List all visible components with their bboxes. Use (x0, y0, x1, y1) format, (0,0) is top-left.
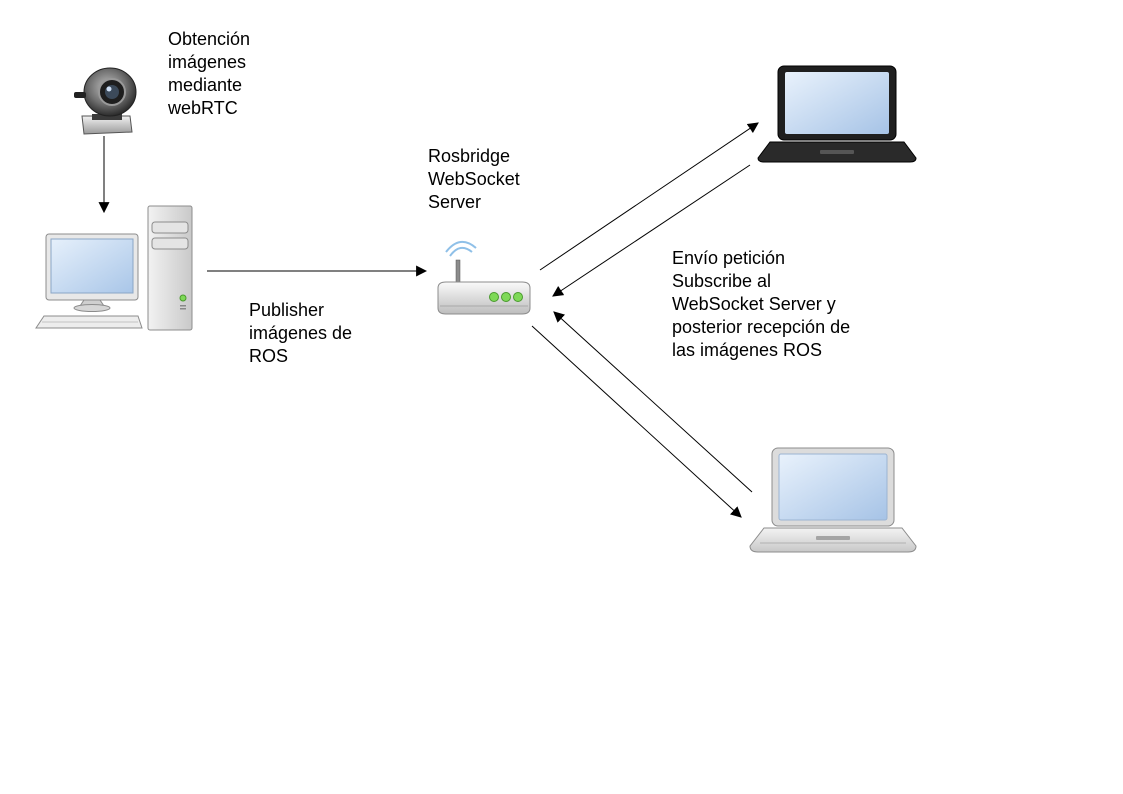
desktop-computer-icon (35, 205, 193, 331)
webcam-icon (74, 67, 137, 135)
subscribe-request-caption: Envío petición Subscribe al WebSocket Se… (672, 248, 851, 360)
webcam-caption: Obtención imágenes mediante webRTC (168, 29, 251, 118)
laptop-bottom-icon (749, 447, 917, 553)
arrow-router-to-laptop-top (539, 122, 759, 271)
laptop-top-icon (757, 65, 917, 163)
wifi-router-icon (437, 241, 531, 315)
arrow-laptop-top-to-router (552, 164, 751, 297)
publisher-caption: Publisher imágenes de ROS (249, 300, 353, 366)
rosbridge-server-caption: Rosbridge WebSocket Server (428, 146, 520, 212)
arrow-router-to-laptop-bottom (531, 325, 742, 518)
arrow-laptop-bottom-to-router (553, 311, 753, 493)
